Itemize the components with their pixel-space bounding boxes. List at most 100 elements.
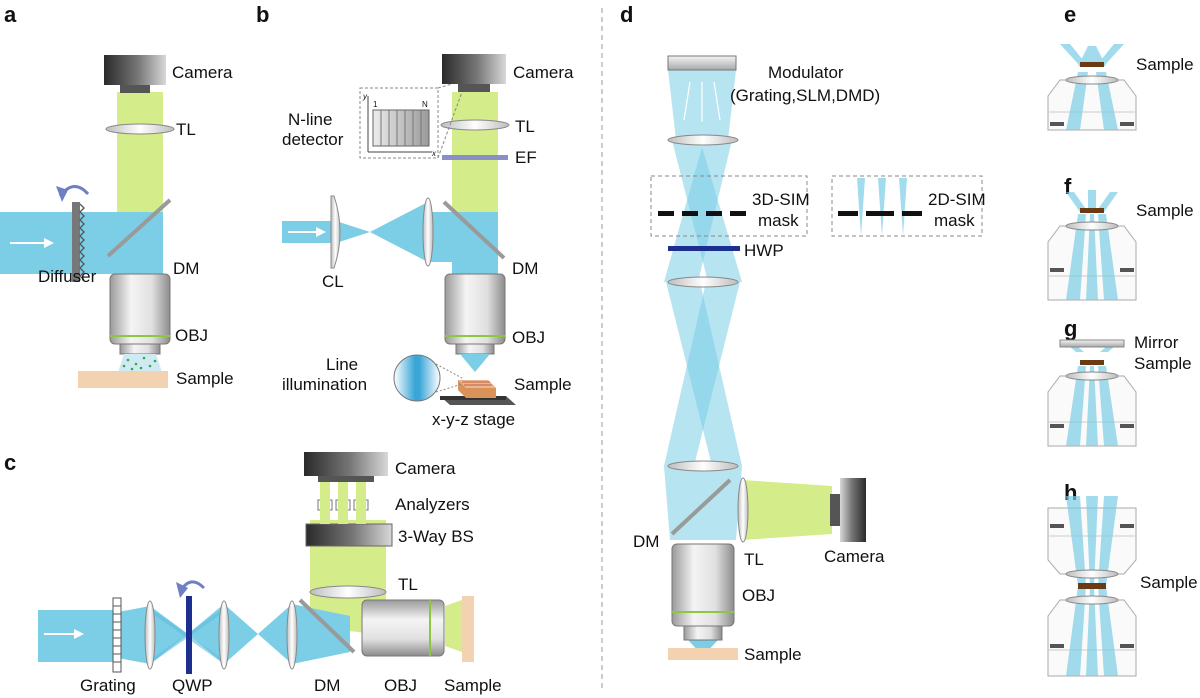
label-tl: TL [176,120,196,139]
collimating-lens [422,197,434,267]
label-mask2d-1: 2D-SIM [928,190,986,209]
front-lens-top [1065,569,1119,579]
lens-2 [667,276,739,288]
panel-b-letter: b [256,2,269,27]
camera-mount [120,85,150,93]
label-modulator-2: (Grating,SLM,DMD) [730,86,880,105]
beam-arrow-head [44,238,54,248]
sample-slab [668,648,738,660]
label-dm: DM [633,532,659,551]
panel-g-letter: g [1064,316,1077,341]
panel-f: f Sample [1047,174,1194,301]
inset-guide-bottom [437,91,463,159]
camera-body [442,54,506,84]
rotation-arrowhead-icon [56,186,68,202]
label-sample: Sample [176,369,234,388]
panel-e: e Sample [1047,2,1194,131]
label-camera: Camera [824,547,885,566]
focused-beam [460,354,490,372]
sample-layer [1078,583,1106,589]
label-dm: DM [173,259,199,278]
relay-lens-1 [144,600,156,670]
rotation-arrowhead-icon [176,582,188,598]
dichroic-mirror [106,198,172,258]
label-mask3d-1: 3D-SIM [752,190,810,209]
label-sample: Sample [444,676,502,695]
emission-sample [445,600,462,652]
beam-arrow-head [74,629,84,639]
camera-body [104,55,166,85]
tube-lens [737,477,749,543]
illumination-beams [1066,190,1118,300]
label-camera: Camera [172,63,233,82]
grating [112,597,122,673]
line-illumination-inset [393,354,441,402]
label-tl: TL [744,550,764,569]
front-lens [1065,75,1119,85]
label-camera: Camera [395,459,456,478]
panel-b: b y x 1 [256,2,574,429]
objective-body [361,599,445,657]
relay-lens-2 [218,600,230,670]
label-obj: OBJ [512,328,545,347]
label-sample: Sample [744,645,802,664]
objective-markers [1050,424,1134,428]
mirror [1059,339,1125,348]
beam-right-lower [664,282,740,466]
label-qwp: QWP [172,676,213,695]
front-lens [1065,221,1119,231]
objective-markers [1050,524,1134,648]
diffuser-plate [72,202,80,282]
objective-body [444,273,506,345]
n-line-detector [372,109,430,147]
label-diffuser: Diffuser [38,267,97,286]
detector-lines [380,110,422,146]
label-tl: TL [398,575,418,594]
camera-mount [830,494,840,526]
label-obj: OBJ [742,586,775,605]
label-line-illum-1: Line [326,355,358,374]
dichroic-mirror [298,598,356,654]
objective-body [109,273,171,345]
tube-lens [309,585,387,599]
inset-pointer-top [435,363,463,379]
quarter-wave-plate [186,596,192,674]
inset-x-label: x [431,149,437,158]
label-bs: 3-Way BS [398,527,474,546]
label-analyzers: Analyzers [395,495,470,514]
inset-first-index: 1 [373,100,378,109]
objective-markers [1050,268,1134,272]
inset-pointer-bottom [435,383,463,393]
speckle-cone [118,354,162,372]
mask-2d-beams [857,178,907,236]
illum-seg-4 [224,604,258,664]
camera-body [304,452,388,476]
label-mask2d-2: mask [934,211,975,230]
three-way-beamsplitter [305,523,393,547]
label-detector-2: detector [282,130,344,149]
label-detector-1: N-line [288,110,332,129]
sample-slab [78,371,168,388]
panel-f-letter: f [1064,174,1072,199]
tube-lens [105,123,175,135]
illumination-beams [1060,44,1124,130]
dichroic-mirror [670,478,732,536]
inset-y-label: y [362,92,368,101]
label-obj: OBJ [175,326,208,345]
sample-layer [1080,360,1104,365]
illumination-converge [336,221,370,243]
illumination-down [452,262,498,274]
label-dm: DM [512,259,538,278]
modulator [667,55,737,71]
half-wave-plate [668,246,740,251]
label-sample: Sample [1136,201,1194,220]
label-dm: DM [314,676,340,695]
label-cl: CL [322,272,344,291]
front-lens [1065,371,1119,381]
mask-3d [658,211,746,216]
label-mirror: Mirror [1134,333,1179,352]
modulator-diffraction-arrows [683,81,721,122]
sample-layer [1080,208,1104,213]
panel-a-letter: a [4,2,17,27]
